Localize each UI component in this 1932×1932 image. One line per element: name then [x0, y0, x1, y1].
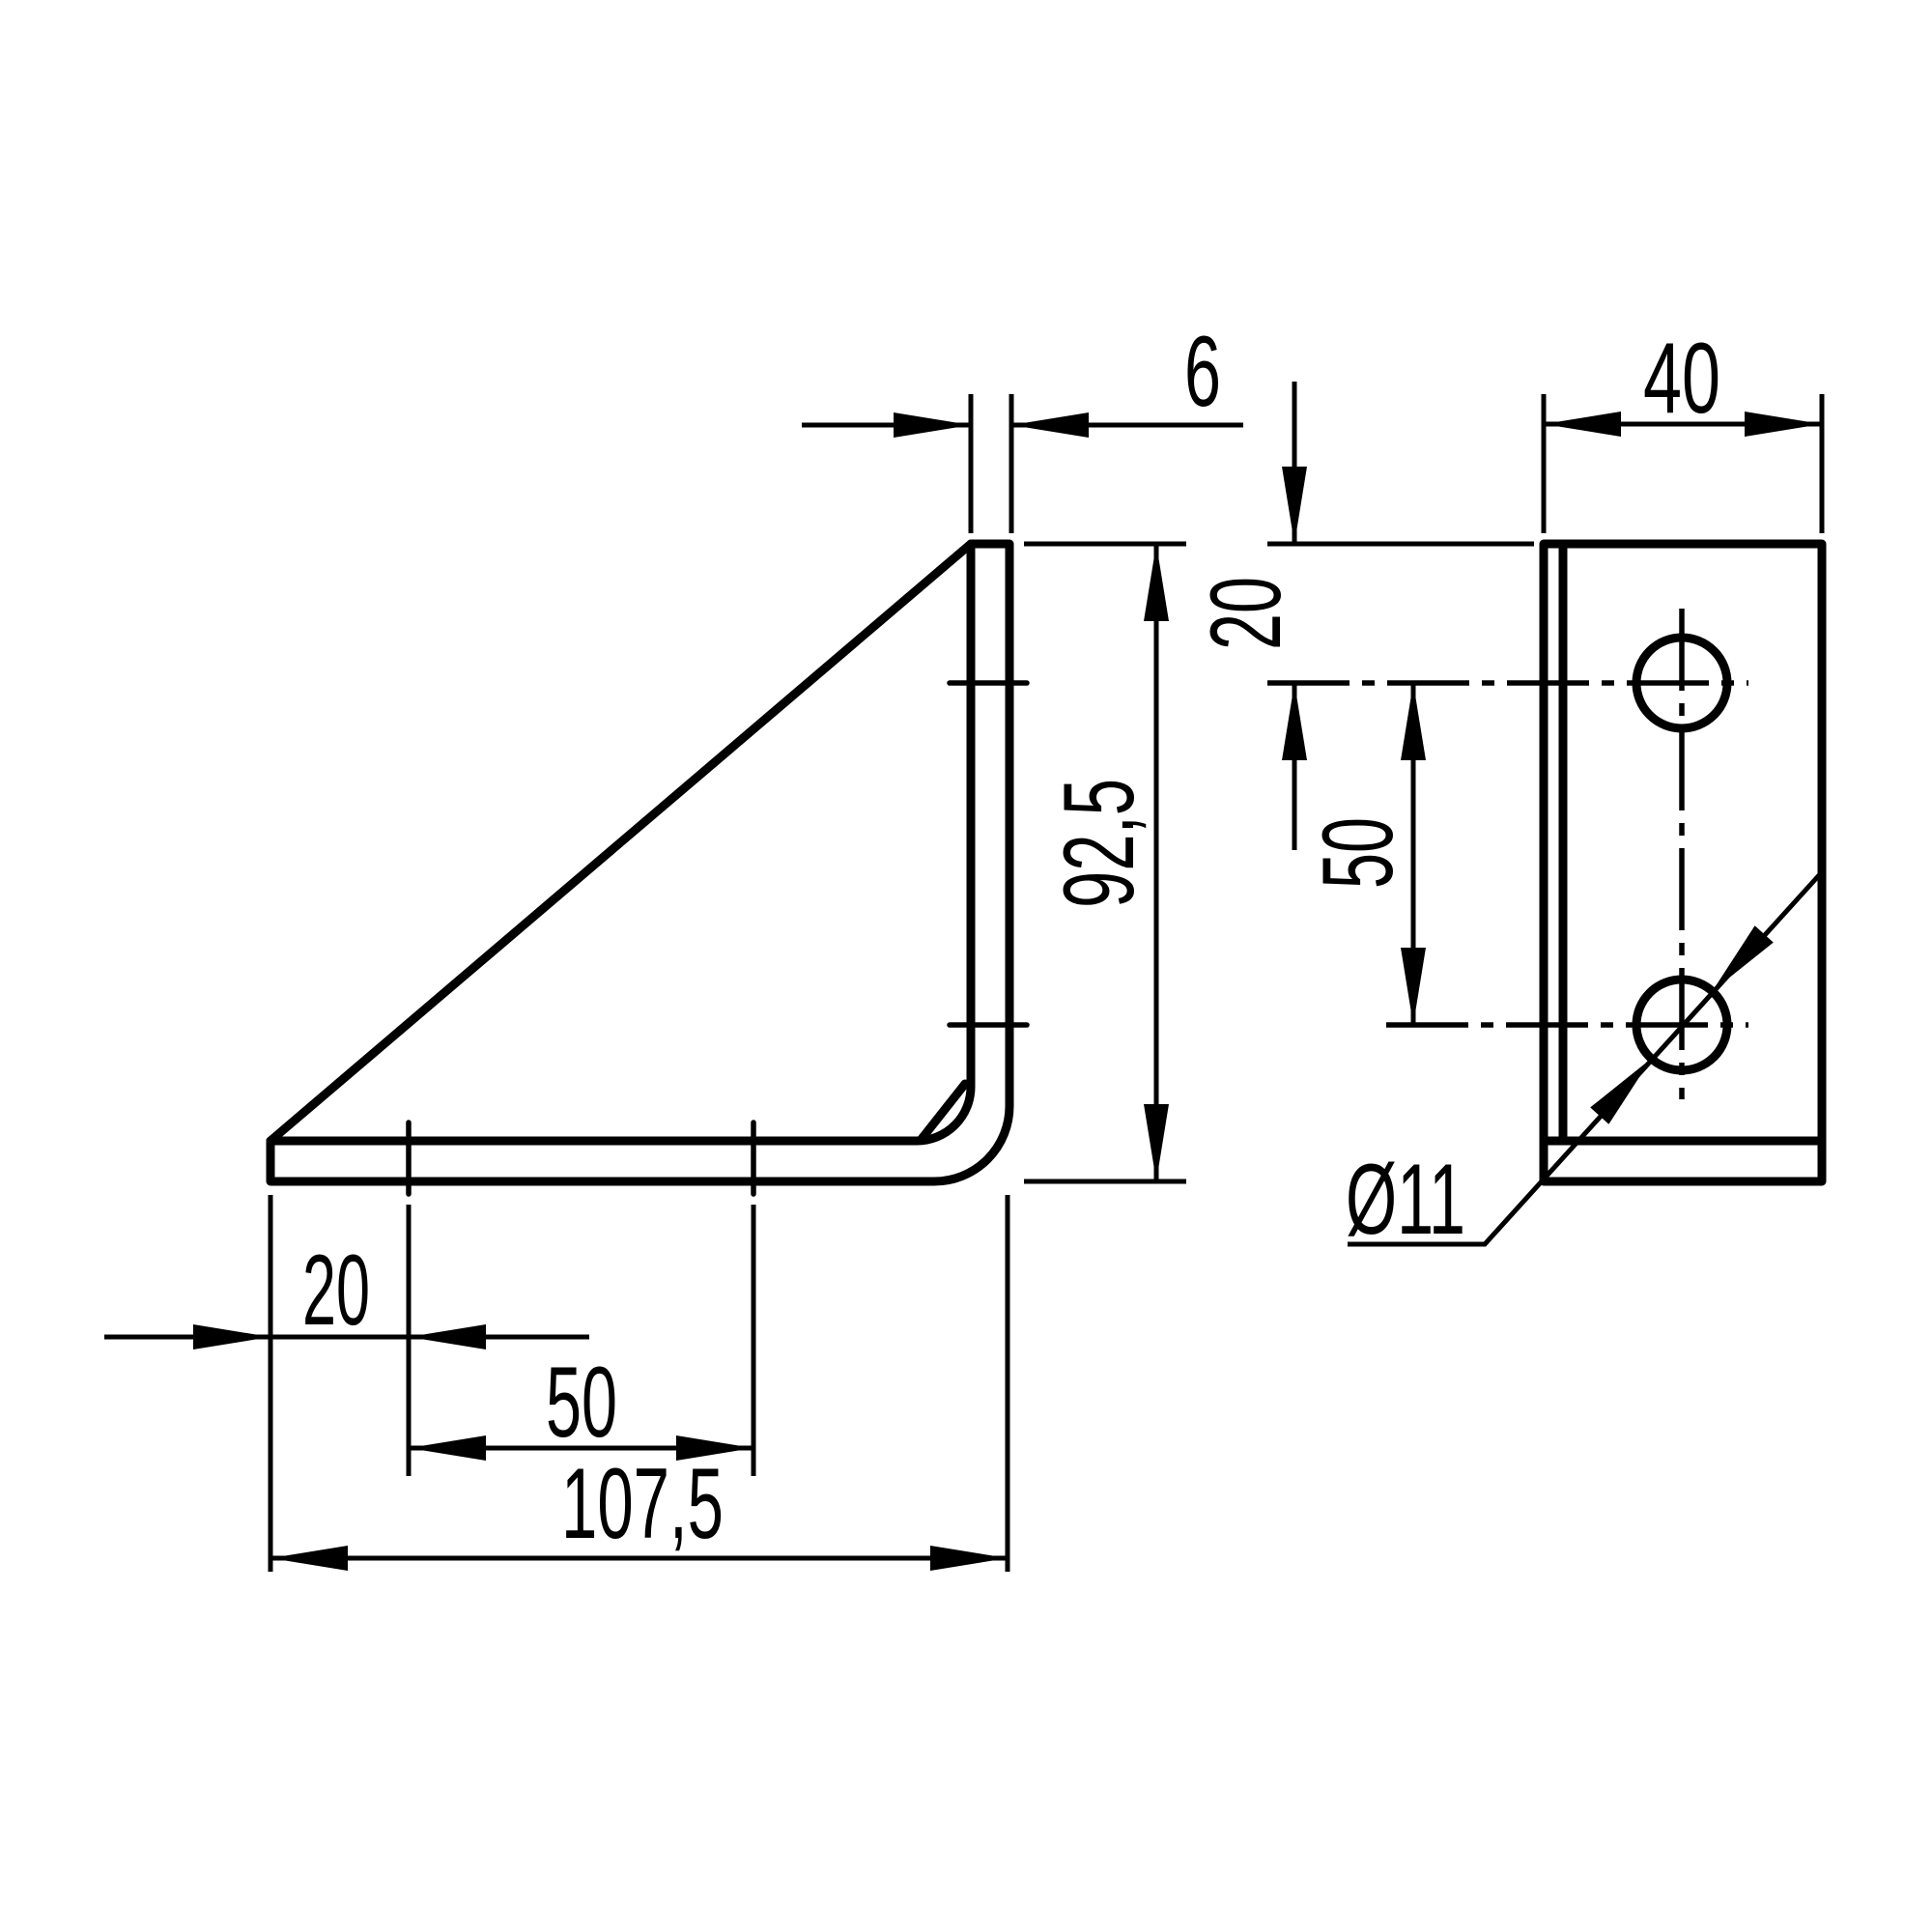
length-arrow-left [270, 1546, 348, 1571]
side-view [266, 539, 1030, 1197]
length-arrow-right [930, 1546, 1008, 1571]
side-view-bend-chamfer-line [917, 1079, 970, 1144]
hole-diameter-label: Ø11 [1346, 1144, 1465, 1256]
thickness-arrow-right [1011, 412, 1089, 438]
side-view-dimensions: 6 92,5 20 50 107,5 [104, 316, 1243, 1572]
hole-diameter-arrow-upper [1712, 925, 1774, 992]
height-arrow-bottom [1144, 1104, 1169, 1181]
side-view-outer-outline [266, 539, 1014, 1186]
front-view-plate-outline [1539, 539, 1827, 1186]
width-arrow-right [1745, 412, 1822, 437]
height-arrow-top [1144, 544, 1169, 621]
height-label: 92,5 [1043, 779, 1155, 908]
hole-spacing-v-label: 50 [1302, 817, 1414, 889]
hole-spacing-v-arrow-bottom [1401, 948, 1426, 1025]
hole-offset-arrow-left [193, 1324, 270, 1350]
length-label: 107,5 [561, 1448, 724, 1560]
hole-offset-arrow-right [409, 1324, 486, 1350]
front-view [1267, 539, 1827, 1186]
hole-offset-top-arrow-lower [1282, 683, 1307, 760]
hole-spacing-label: 50 [546, 1347, 617, 1459]
hole-diameter-arrow-lower [1590, 1058, 1652, 1124]
thickness-label: 6 [1184, 316, 1221, 428]
thickness-arrow-left [894, 412, 971, 438]
width-arrow-left [1544, 412, 1621, 437]
hole-diameter-leader [1348, 872, 1822, 1247]
hole-offset-top-arrow-upper [1282, 467, 1307, 544]
width-label: 40 [1643, 323, 1720, 435]
hole-offset-top-label: 20 [1190, 577, 1302, 650]
hole-offset-label: 20 [302, 1235, 370, 1347]
hole-spacing-arrow-right [676, 1435, 753, 1461]
hole-spacing-arrow-left [409, 1435, 486, 1461]
hole-spacing-v-arrow-top [1401, 683, 1426, 760]
front-view-dimensions: 40 20 50 Ø11 [1190, 323, 1825, 1256]
